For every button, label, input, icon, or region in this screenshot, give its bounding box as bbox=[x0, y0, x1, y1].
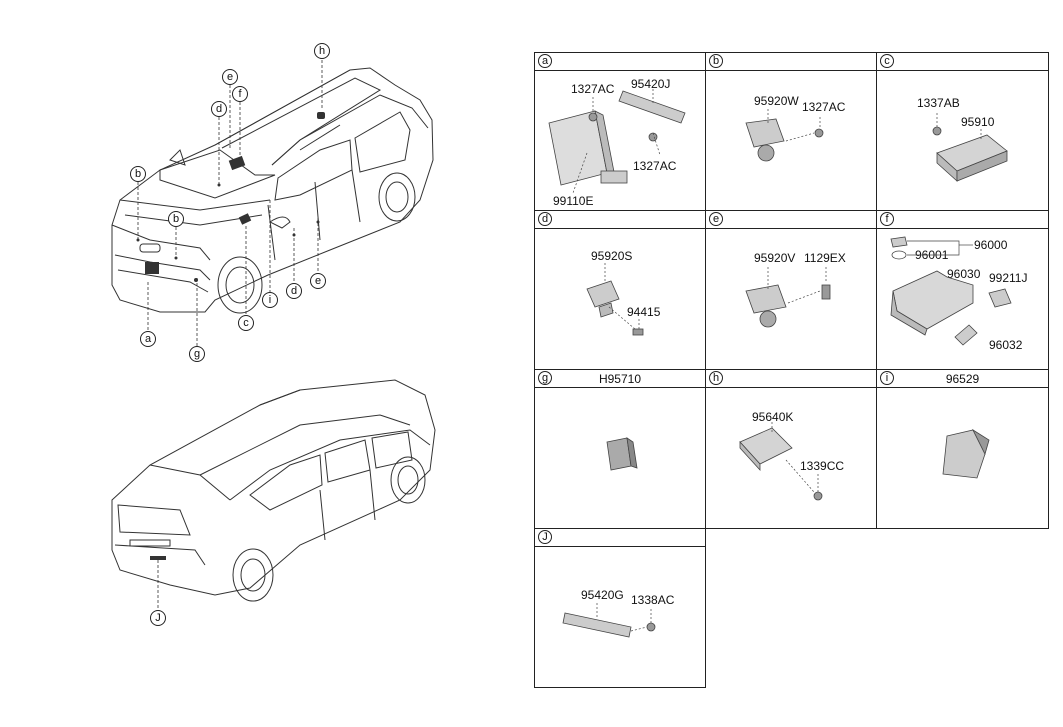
cell-i: i 96529 bbox=[876, 369, 1049, 529]
cover-icon bbox=[942, 428, 990, 479]
callout-f: f bbox=[232, 86, 248, 102]
label-1327ac-right: 1327AC bbox=[633, 159, 677, 173]
cell-d-letter: d bbox=[538, 212, 552, 226]
cell-f-header: f bbox=[877, 211, 1048, 229]
cell-b: b 95920W 1327AC bbox=[705, 52, 877, 211]
label-1327ac-b: 1327AC bbox=[802, 100, 846, 114]
label-95920v: 95920V bbox=[754, 251, 796, 265]
rear-sensor-icon bbox=[606, 437, 638, 471]
cell-e-letter: e bbox=[709, 212, 723, 226]
airbag-control-module-icon bbox=[932, 113, 1008, 182]
cell-h-header: h bbox=[706, 370, 876, 388]
cell-b-letter: b bbox=[709, 54, 723, 68]
label-95910: 95910 bbox=[961, 115, 995, 129]
callout-i: i bbox=[262, 292, 278, 308]
cell-j-letter: J bbox=[538, 530, 552, 544]
cell-a-letter: a bbox=[538, 54, 552, 68]
cell-d: d 95920S 94415 bbox=[534, 210, 706, 370]
label-95920w: 95920W bbox=[754, 94, 799, 108]
callout-d-side: d bbox=[286, 283, 302, 299]
label-1339cc: 1339CC bbox=[800, 459, 845, 473]
cell-i-letter: i bbox=[880, 371, 894, 385]
impact-sensor-icon bbox=[586, 263, 644, 336]
callout-b-front: b bbox=[168, 211, 184, 227]
cell-g: g H95710 bbox=[534, 369, 706, 529]
callout-e-top: e bbox=[222, 69, 238, 85]
cell-d-header: d bbox=[535, 211, 705, 229]
label-94415: 94415 bbox=[627, 305, 661, 319]
callout-a: a bbox=[140, 331, 156, 347]
label-95920s: 95920S bbox=[591, 249, 633, 263]
cell-h-letter: h bbox=[709, 371, 723, 385]
side-sensor-icon bbox=[745, 109, 824, 162]
parts-grid: a 1327AC 95420J 1327AC 99110E bbox=[534, 52, 1049, 688]
callout-d-top: d bbox=[211, 101, 227, 117]
cell-g-letter: g bbox=[538, 371, 552, 385]
label-96000: 96000 bbox=[974, 238, 1008, 252]
callout-g: g bbox=[189, 346, 205, 362]
cell-j: J 95420G 1338AC bbox=[534, 528, 706, 688]
label-99110e: 99110E bbox=[553, 194, 594, 208]
cell-j-header: J bbox=[535, 529, 705, 547]
cell-e-header: e bbox=[706, 211, 876, 229]
cell-f: f 96000 96001 96030 99211J 96032 bbox=[876, 210, 1049, 370]
radar-unit-icon bbox=[548, 89, 686, 194]
cell-c: c 1337AB 95910 bbox=[876, 52, 1049, 211]
callout-j: J bbox=[150, 610, 166, 626]
cell-b-header: b bbox=[706, 53, 876, 71]
rear-vehicle-illustration bbox=[111, 379, 436, 610]
label-1338ac: 1338AC bbox=[631, 593, 675, 607]
cell-a: a 1327AC 95420J 1327AC 99110E bbox=[534, 52, 706, 211]
label-1327ac-top: 1327AC bbox=[571, 82, 615, 96]
label-95420g: 95420G bbox=[581, 588, 624, 602]
label-1337ab: 1337AB bbox=[917, 96, 960, 110]
callout-b-left: b bbox=[130, 166, 146, 182]
cell-g-title: H95710 bbox=[598, 372, 642, 386]
control-module-icon bbox=[739, 422, 823, 501]
label-1129ex: 1129EX bbox=[804, 251, 846, 265]
cell-a-header: a bbox=[535, 53, 705, 71]
cell-e: e 95920V 1129EX bbox=[705, 210, 877, 370]
cell-h: h 95640K 1339CC bbox=[705, 369, 877, 529]
cell-i-title: 96529 bbox=[945, 372, 980, 386]
label-95420j: 95420J bbox=[631, 77, 671, 91]
front-sensor-icon bbox=[745, 267, 831, 328]
cell-g-header: g H95710 bbox=[535, 370, 705, 388]
front-vehicle-illustration bbox=[111, 60, 434, 346]
label-95640k: 95640K bbox=[752, 410, 794, 424]
cell-c-letter: c bbox=[880, 54, 894, 68]
cell-f-letter: f bbox=[880, 212, 894, 226]
rear-radar-bar-icon bbox=[562, 603, 656, 638]
cell-c-header: c bbox=[877, 53, 1048, 71]
callout-c: c bbox=[238, 315, 254, 331]
overhead-console-icon bbox=[890, 236, 1012, 346]
label-96030: 96030 bbox=[947, 267, 981, 281]
label-99211j: 99211J bbox=[989, 271, 1028, 285]
callout-e-side: e bbox=[310, 273, 326, 289]
label-96032: 96032 bbox=[989, 338, 1023, 352]
callout-h: h bbox=[314, 43, 330, 59]
cell-i-header: i 96529 bbox=[877, 370, 1048, 388]
